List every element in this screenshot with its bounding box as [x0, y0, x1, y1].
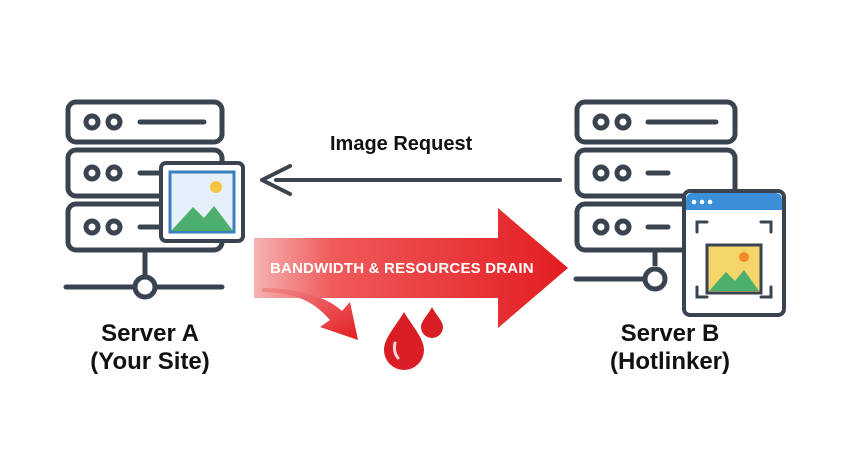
browser-window-icon: [682, 189, 786, 317]
arrow-right-icon: [254, 208, 568, 340]
image-icon: [159, 161, 245, 243]
blood-drop-icon: [384, 307, 443, 370]
server-b-label: Server B (Hotlinker): [560, 320, 780, 376]
server-a-label: Server A (Your Site): [40, 320, 260, 376]
arrow-left-icon: [260, 164, 562, 196]
drain-label: BANDWIDTH & RESOURCES DRAIN: [270, 260, 534, 277]
server-a-role: (Your Site): [90, 348, 210, 375]
server-b-name: Server B: [620, 320, 720, 347]
server-a-name: Server A: [101, 320, 199, 347]
server-b-role: (Hotlinker): [610, 348, 730, 375]
image-request-label: Image Request: [330, 133, 473, 155]
